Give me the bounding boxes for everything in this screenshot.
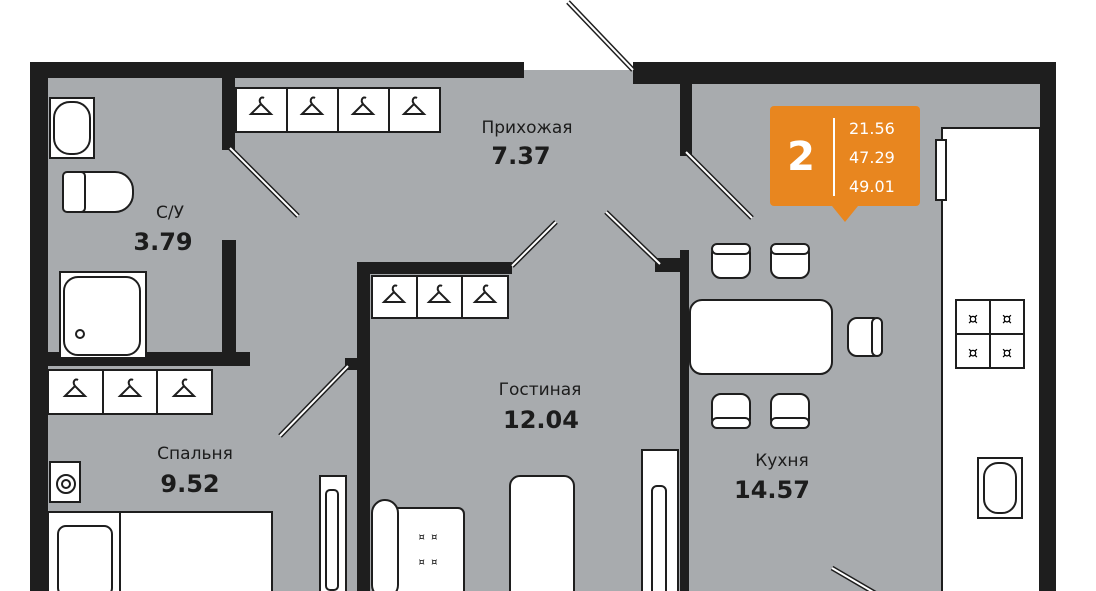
doors [228, 0, 877, 591]
area-living: 21.56 [849, 119, 895, 138]
bedroom-area: 9.52 [160, 470, 219, 498]
bedroom-name: Спальня [157, 444, 233, 464]
svg-text:¤ ¤: ¤ ¤ [418, 532, 437, 543]
apartment-badge: 2 21.56 47.29 49.01 [770, 106, 920, 222]
wardrobe-hallway [235, 87, 441, 133]
svg-text:¤ ¤: ¤ ¤ [418, 557, 437, 568]
wardrobe-bedroom [47, 369, 213, 415]
living-area: 12.04 [503, 406, 579, 434]
rooms-count: 2 [787, 134, 815, 180]
hallway-area: 7.37 [491, 142, 550, 170]
bathroom-name: С/У [156, 203, 185, 223]
svg-text:¤: ¤ [1002, 343, 1012, 362]
kitchen-name: Кухня [755, 451, 809, 471]
hallway-name: Прихожая [481, 118, 572, 138]
svg-text:¤: ¤ [968, 343, 978, 362]
bathroom-area: 3.79 [133, 228, 192, 256]
kitchen-furniture: ¤ ¤ ¤ ¤ [689, 127, 1041, 591]
area-full: 49.01 [849, 177, 895, 196]
bedroom-furniture [47, 461, 347, 591]
bathroom-fixtures [49, 97, 147, 359]
living-name: Гостиная [499, 380, 582, 400]
kitchen-area: 14.57 [734, 476, 810, 504]
living-furniture: ¤ ¤ ¤ ¤ [371, 449, 679, 591]
wardrobe-living [371, 275, 509, 319]
svg-text:¤: ¤ [968, 309, 978, 328]
svg-text:¤: ¤ [1002, 309, 1012, 328]
area-total: 47.29 [849, 148, 895, 167]
